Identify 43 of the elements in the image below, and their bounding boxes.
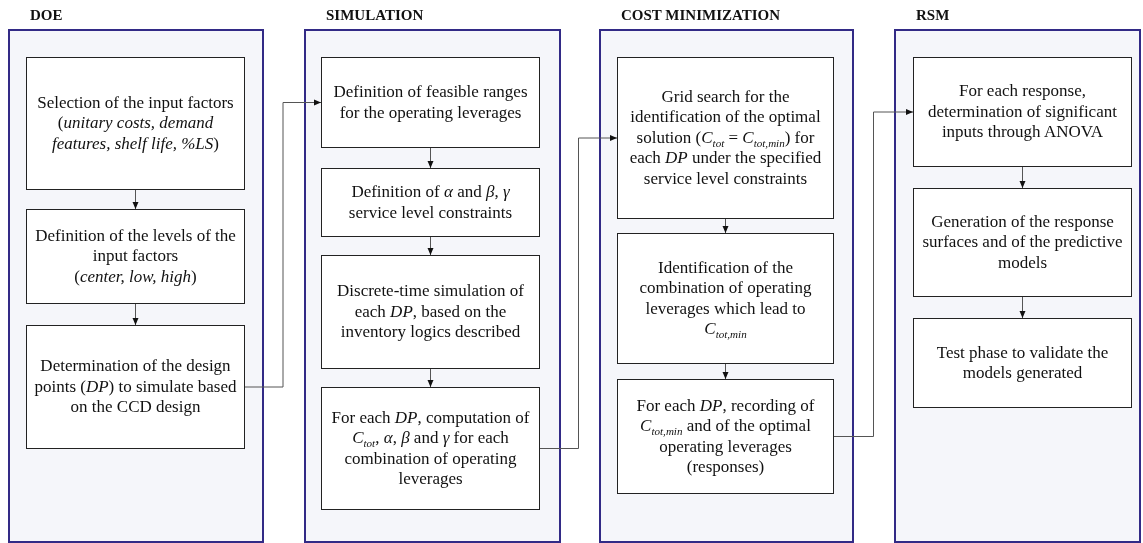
process-box	[913, 318, 1132, 408]
arrow	[427, 147, 434, 169]
process-box	[617, 233, 834, 364]
process-box	[321, 387, 540, 510]
process-box	[26, 325, 245, 449]
column-heading: RSM	[916, 7, 950, 24]
step-text: (center, low, high)	[74, 266, 197, 288]
step-text: Grid search for the identification of the optimal solution (C$_{tot}$ = C$_{tot,min}$) for each DP under the specified service level constraints	[628, 87, 823, 189]
arrow	[427, 368, 434, 388]
step-text: Discrete-time simulation of each DP, based on the inventory logics described	[336, 281, 525, 343]
column-heading: SIMULATION	[326, 7, 424, 24]
process-box	[617, 57, 834, 219]
arrow	[722, 363, 729, 380]
process-box	[913, 188, 1132, 297]
arrow	[427, 236, 434, 256]
step-text: For each DP, computation of C$_{tot}$, α, β and γ for each combination of operating leverages	[330, 407, 531, 490]
process-box	[913, 57, 1132, 167]
arrow	[1019, 166, 1026, 189]
arrow	[722, 218, 729, 234]
arrow	[132, 303, 139, 326]
step-text: Definition of α and β, γ service level constraints	[347, 182, 514, 223]
process-box	[617, 379, 834, 494]
step-text: Selection of the input factors	[37, 92, 234, 114]
arrow	[244, 99, 322, 388]
step-text: For each DP, recording of C$_{tot,min}$ and of the optimal operating leverages (responses)	[635, 395, 816, 478]
arrow	[833, 109, 914, 437]
step-text: (unitary costs, demand features, shelf life, %LS)	[51, 113, 220, 155]
process-box	[26, 57, 245, 190]
step-text: Determination of the design points (DP) to simulate based on the CCD design	[33, 356, 238, 418]
step-text: Test phase to validate the models generated	[935, 342, 1110, 384]
step-text: For each response, determination of significant inputs through ANOVA	[927, 81, 1118, 143]
column-heading: COST MINIMIZATION	[621, 7, 781, 24]
process-box	[26, 209, 245, 304]
arrow	[539, 135, 618, 449]
column-heading: DOE	[30, 7, 63, 24]
step-text: Identification of the combination of operating leverages which lead to C$_{tot,min}$	[638, 257, 813, 340]
process-box	[321, 168, 540, 237]
arrow	[1019, 296, 1026, 319]
arrow	[132, 189, 139, 210]
step-text: Generation of the response surfaces and of the predictive models	[921, 211, 1124, 274]
process-box	[321, 57, 540, 148]
process-box	[321, 255, 540, 369]
step-text: Definition of feasible ranges for the operating leverages	[332, 82, 529, 123]
